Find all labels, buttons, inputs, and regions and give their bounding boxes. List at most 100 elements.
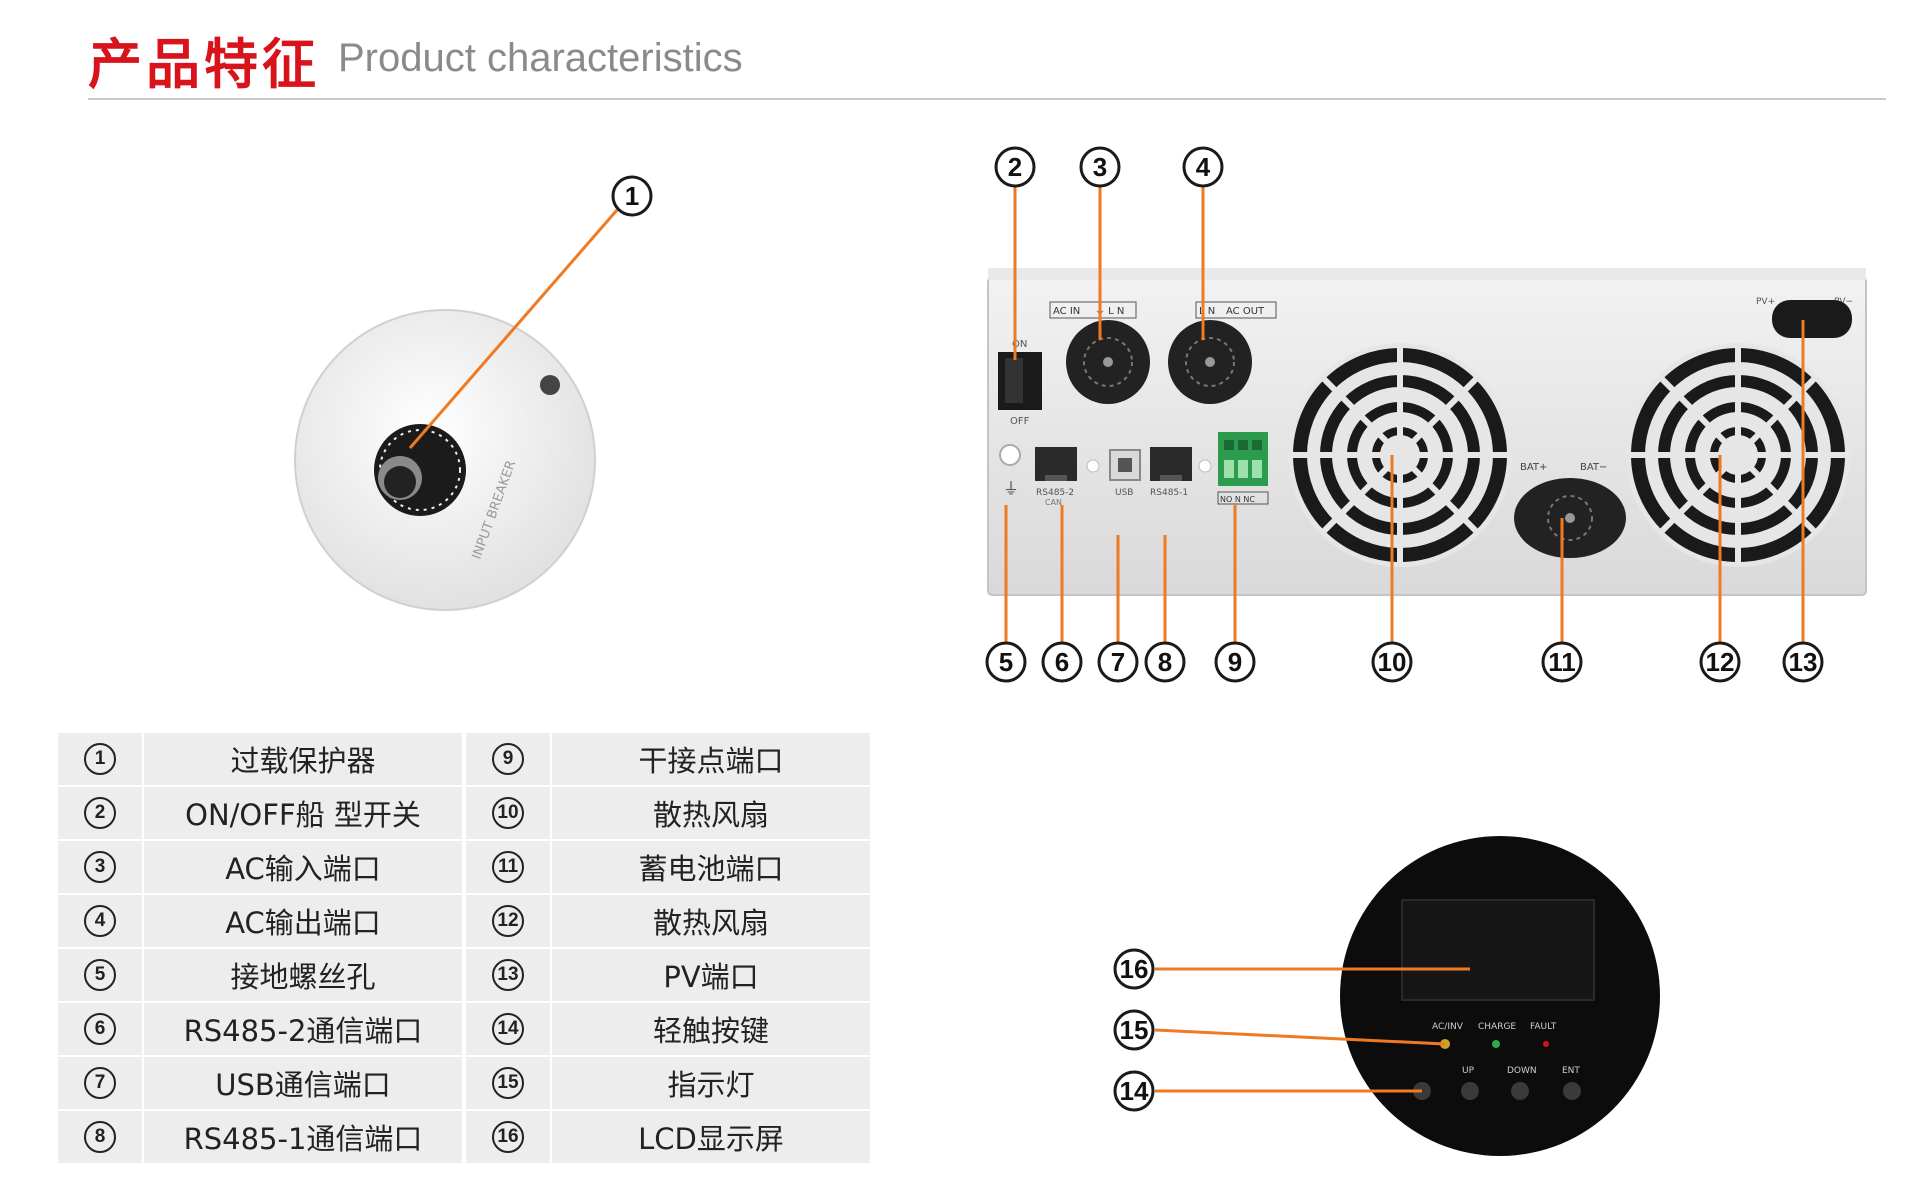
feature-number: 1	[84, 743, 116, 775]
svg-text:11: 11	[1548, 647, 1576, 677]
feature-label: 蓄电池端口	[552, 841, 870, 893]
ground-icon: ⏚	[1003, 479, 1019, 498]
svg-text:CAN: CAN	[1045, 498, 1062, 507]
feature-number: 14	[492, 1013, 524, 1045]
table-row: 4 AC输出端口 12 散热风扇	[58, 895, 874, 947]
button-label-ent: ENT	[1562, 1066, 1580, 1076]
feature-number: 11	[492, 851, 524, 883]
svg-text:RS485-2: RS485-2	[1036, 488, 1074, 498]
button-label-down: DOWN	[1507, 1066, 1537, 1076]
callout-8: 8	[1144, 641, 1186, 683]
usb-port[interactable]	[1109, 449, 1141, 481]
enter-button[interactable]	[1563, 1082, 1581, 1100]
breaker-dial	[374, 424, 466, 516]
svg-text:NO N NC: NO N NC	[1220, 495, 1255, 504]
section-header: 产品特征 Product characteristics	[88, 20, 1886, 100]
page-title: 产品特征	[88, 33, 320, 96]
feature-number: 15	[492, 1067, 524, 1099]
feature-label: 干接点端口	[552, 733, 870, 785]
feature-label: AC输出端口	[144, 895, 462, 947]
pv-plus-label: PV+	[1756, 297, 1775, 307]
svg-text:13: 13	[1789, 647, 1818, 677]
feature-number: 6	[84, 1013, 116, 1045]
battery-port[interactable]	[1514, 478, 1626, 558]
feature-label: 轻触按键	[552, 1003, 870, 1055]
svg-text:2: 2	[1008, 152, 1022, 182]
callout-14: 14	[1113, 1070, 1155, 1112]
svg-text:1: 1	[625, 181, 639, 211]
cooling-fan-2	[1626, 343, 1850, 567]
feature-label: PV端口	[552, 949, 870, 1001]
ground-screw[interactable]	[999, 444, 1021, 466]
feature-number: 13	[492, 959, 524, 991]
svg-text:5: 5	[999, 647, 1013, 677]
switch-off-label: OFF	[1010, 416, 1030, 427]
up-button[interactable]	[1461, 1082, 1479, 1100]
feature-number: 7	[84, 1067, 116, 1099]
callout-lines	[408, 185, 1805, 1093]
feature-label: ON/OFF船 型开关	[144, 787, 462, 839]
bat-plus-label: BAT+	[1520, 462, 1547, 473]
svg-text:10: 10	[1378, 647, 1407, 677]
bat-minus-label: BAT−	[1580, 462, 1607, 473]
callout-16: 16	[1113, 948, 1155, 990]
feature-number: 10	[492, 797, 524, 829]
svg-text:14: 14	[1120, 1076, 1149, 1106]
feature-label: RS485-2通信端口	[144, 1003, 462, 1055]
feature-label: 散热风扇	[552, 787, 870, 839]
callout-13: 13	[1782, 641, 1824, 683]
rear-panel: ON OFF AC IN ⏚ L N L N AC OUT ⏚ RS485-2 …	[987, 268, 1867, 596]
feature-number: 4	[84, 905, 116, 937]
callout-6: 6	[1041, 641, 1083, 683]
ac-out-label: AC OUT	[1226, 306, 1265, 317]
feature-label: 散热风扇	[552, 895, 870, 947]
svg-text:16: 16	[1120, 954, 1149, 984]
svg-text:⏚ L N: ⏚ L N	[1095, 305, 1124, 317]
led-label-fault: FAULT	[1530, 1022, 1557, 1032]
led-label-charge: CHARGE	[1478, 1022, 1516, 1032]
svg-text:7: 7	[1111, 647, 1125, 677]
pv-minus-label: PV−	[1834, 297, 1853, 307]
svg-text:3: 3	[1093, 152, 1107, 182]
feature-number: 9	[492, 743, 524, 775]
feature-number: 16	[492, 1121, 524, 1153]
switch-on-label: ON	[1012, 339, 1027, 350]
feature-number: 3	[84, 851, 116, 883]
callout-9: 9	[1214, 641, 1256, 683]
svg-text:12: 12	[1706, 647, 1735, 677]
button-label-up: UP	[1462, 1066, 1475, 1076]
rs485-2-port[interactable]	[1035, 447, 1077, 481]
feature-table: 1 过载保护器 9 干接点端口 2 ON/OFF船 型开关 10 散热风扇 3 …	[58, 733, 874, 1165]
feature-number: 2	[84, 797, 116, 829]
svg-text:6: 6	[1055, 647, 1069, 677]
breaker-closeup: INPUT BREAKER	[294, 309, 596, 611]
table-row: 6 RS485-2通信端口 14 轻触按键	[58, 1003, 874, 1055]
dry-contact-port[interactable]	[1218, 432, 1268, 486]
callout-12: 12	[1699, 641, 1741, 683]
feature-number: 12	[492, 905, 524, 937]
table-row: 3 AC输入端口 11 蓄电池端口	[58, 841, 874, 893]
pv-port[interactable]	[1772, 300, 1852, 338]
callout-markers: 1 2 3 4 5 6 7 8 9 10 11 12 13 16 15 14	[611, 146, 1824, 1112]
callout-15: 15	[1113, 1009, 1155, 1051]
down-button[interactable]	[1511, 1082, 1529, 1100]
cooling-fan-1	[1288, 343, 1512, 567]
svg-text:15: 15	[1120, 1015, 1149, 1045]
ac-input-port[interactable]	[1066, 320, 1150, 404]
callout-1: 1	[611, 175, 653, 217]
callout-2: 2	[994, 146, 1036, 188]
feature-label: USB通信端口	[144, 1057, 462, 1109]
svg-text:8: 8	[1158, 647, 1172, 677]
callout-3: 3	[1079, 146, 1121, 188]
ac-output-port[interactable]	[1168, 320, 1252, 404]
feature-label: 接地螺丝孔	[144, 949, 462, 1001]
rs485-1-port[interactable]	[1150, 447, 1192, 481]
table-row: 1 过载保护器 9 干接点端口	[58, 733, 874, 785]
feature-label: 过载保护器	[144, 733, 462, 785]
svg-text:USB: USB	[1115, 488, 1133, 498]
feature-number: 5	[84, 959, 116, 991]
callout-5: 5	[985, 641, 1027, 683]
ac-in-label: AC IN	[1053, 306, 1080, 317]
callout-11: 11	[1541, 641, 1583, 683]
feature-label: RS485-1通信端口	[144, 1111, 462, 1163]
